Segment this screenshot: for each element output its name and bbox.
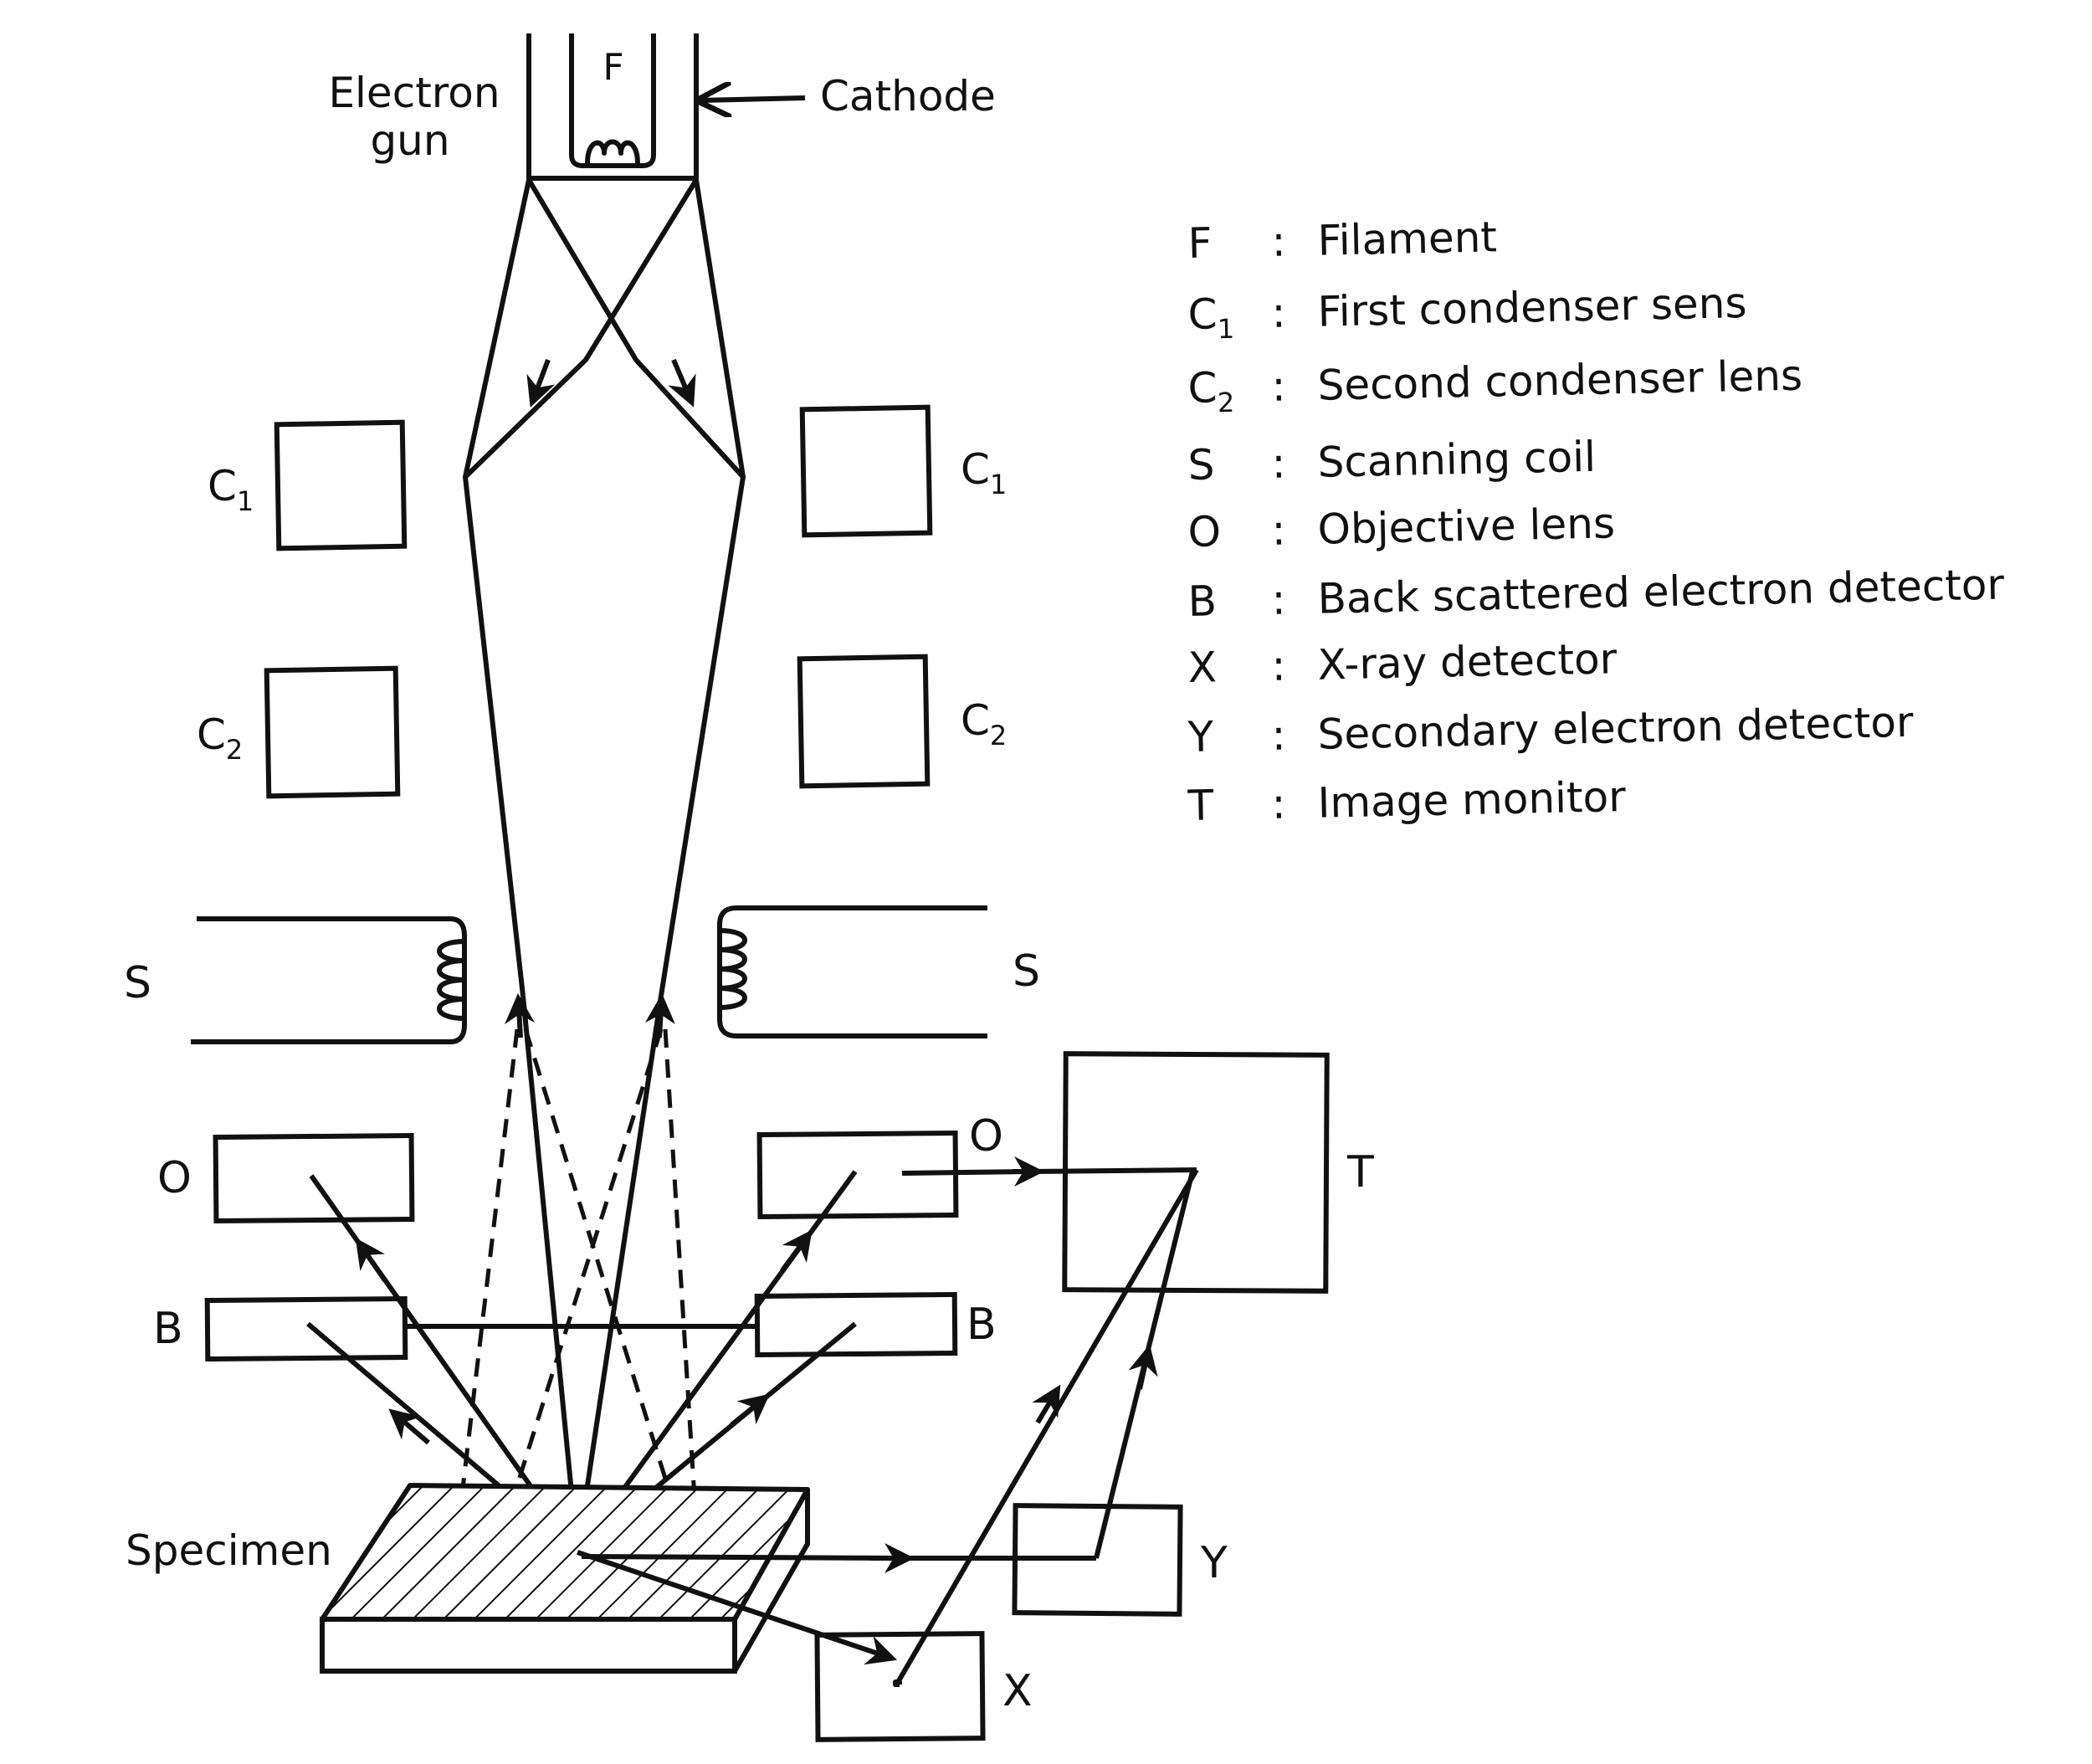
legend-text: Filament [1317, 213, 1497, 264]
cathode-pointer [700, 98, 806, 100]
legend: F : Filament C1 : First condenser sens C… [1187, 213, 2005, 830]
svg-text:B: B [1187, 577, 1218, 626]
legend-key: Y [1187, 712, 1214, 761]
b-right-label: B [967, 1300, 997, 1350]
legend-text: Second condenser lens [1317, 351, 1803, 410]
backscattered-electron-detector [204, 1291, 958, 1362]
x-ray-detector [814, 1631, 986, 1742]
specimen-label: Specimen [126, 1526, 332, 1575]
legend-key: C [1187, 290, 1218, 339]
legend-key: B [1187, 577, 1218, 626]
legend-key: X [1187, 643, 1217, 692]
legend-text: Secondary electron detector [1317, 698, 1914, 759]
svg-text:X: X [1187, 643, 1217, 692]
svg-text:C2: C2 [1187, 363, 1235, 419]
cathode-label: Cathode [820, 72, 996, 121]
legend-text: Back scattered electron detector [1317, 561, 2005, 623]
c2-right-label: C2 [961, 696, 1007, 751]
electron-gun-label-line1: Electron [328, 69, 500, 117]
scanning-coil-right [717, 905, 987, 1038]
svg-text:C1: C1 [1187, 290, 1235, 346]
legend-text: Scanning coil [1317, 433, 1596, 487]
legend-separator: : [1271, 289, 1286, 337]
signal-paths [577, 1156, 1199, 1687]
legend-key: F [1187, 218, 1213, 268]
s-left-label: S [124, 958, 151, 1008]
o-left-label: O [157, 1153, 192, 1203]
legend-item-image-monitor: T : Image monitor [1187, 772, 1627, 830]
legend-item-secondary-detector: Y : Secondary electron detector [1187, 698, 1914, 761]
o-right-label: O [969, 1111, 1003, 1161]
legend-key: O [1187, 507, 1222, 556]
legend-key: S [1187, 440, 1215, 490]
legend-item-objective-lens: O : Objective lens [1187, 499, 1615, 556]
svg-text:S: S [1187, 440, 1215, 490]
c2-left-label: C2 [197, 710, 243, 766]
objective-lens [213, 1130, 959, 1224]
legend-key: C [1187, 363, 1218, 413]
electron-gun-label-line2: gun [370, 116, 449, 165]
x-label: X [1002, 1666, 1033, 1716]
legend-text: Objective lens [1317, 499, 1616, 553]
svg-text:F: F [1187, 218, 1213, 268]
specimen [320, 1483, 810, 1674]
second-condenser-lens [264, 654, 931, 799]
legend-text: X-ray detector [1317, 634, 1618, 689]
t-label: T [1346, 1147, 1374, 1197]
b-left-label: B [153, 1304, 183, 1354]
legend-key: T [1187, 781, 1214, 830]
filament-mark: F [602, 46, 623, 89]
s-right-label: S [1013, 946, 1040, 997]
scanning-coil-left [191, 916, 467, 1044]
primary-electron-beam [463, 178, 746, 1553]
legend-item-second-condenser: C2 : Second condenser lens [1187, 351, 1803, 419]
legend-item-filament: F : Filament [1187, 213, 1497, 268]
legend-separator: : [1271, 218, 1286, 266]
c1-right-label: C1 [961, 445, 1007, 500]
y-label: Y [1200, 1538, 1228, 1588]
legend-separator: : [1271, 711, 1286, 760]
legend-separator: : [1271, 439, 1286, 488]
legend-item-x-ray-detector: X : X-ray detector [1187, 634, 1618, 692]
legend-item-backscatter-detector: B : Back scattered electron detector [1187, 561, 2005, 626]
legend-separator: : [1271, 642, 1286, 690]
legend-item-scanning-coil: S : Scanning coil [1187, 433, 1596, 490]
beam-direction-arrows [505, 358, 696, 1038]
c1-left-label: C1 [208, 462, 254, 517]
legend-text: First condenser sens [1317, 279, 1747, 336]
legend-separator: : [1271, 362, 1286, 411]
legend-item-first-condenser: C1 : First condenser sens [1187, 279, 1747, 346]
svg-text:T: T [1187, 781, 1214, 830]
svg-text:Y: Y [1187, 712, 1214, 761]
svg-text:O: O [1187, 507, 1222, 556]
legend-separator: : [1271, 576, 1286, 624]
legend-separator: : [1271, 506, 1286, 555]
first-condenser-lens [274, 404, 933, 551]
legend-text: Image monitor [1317, 772, 1627, 828]
filament-coil [585, 139, 640, 164]
legend-separator: : [1271, 780, 1286, 828]
